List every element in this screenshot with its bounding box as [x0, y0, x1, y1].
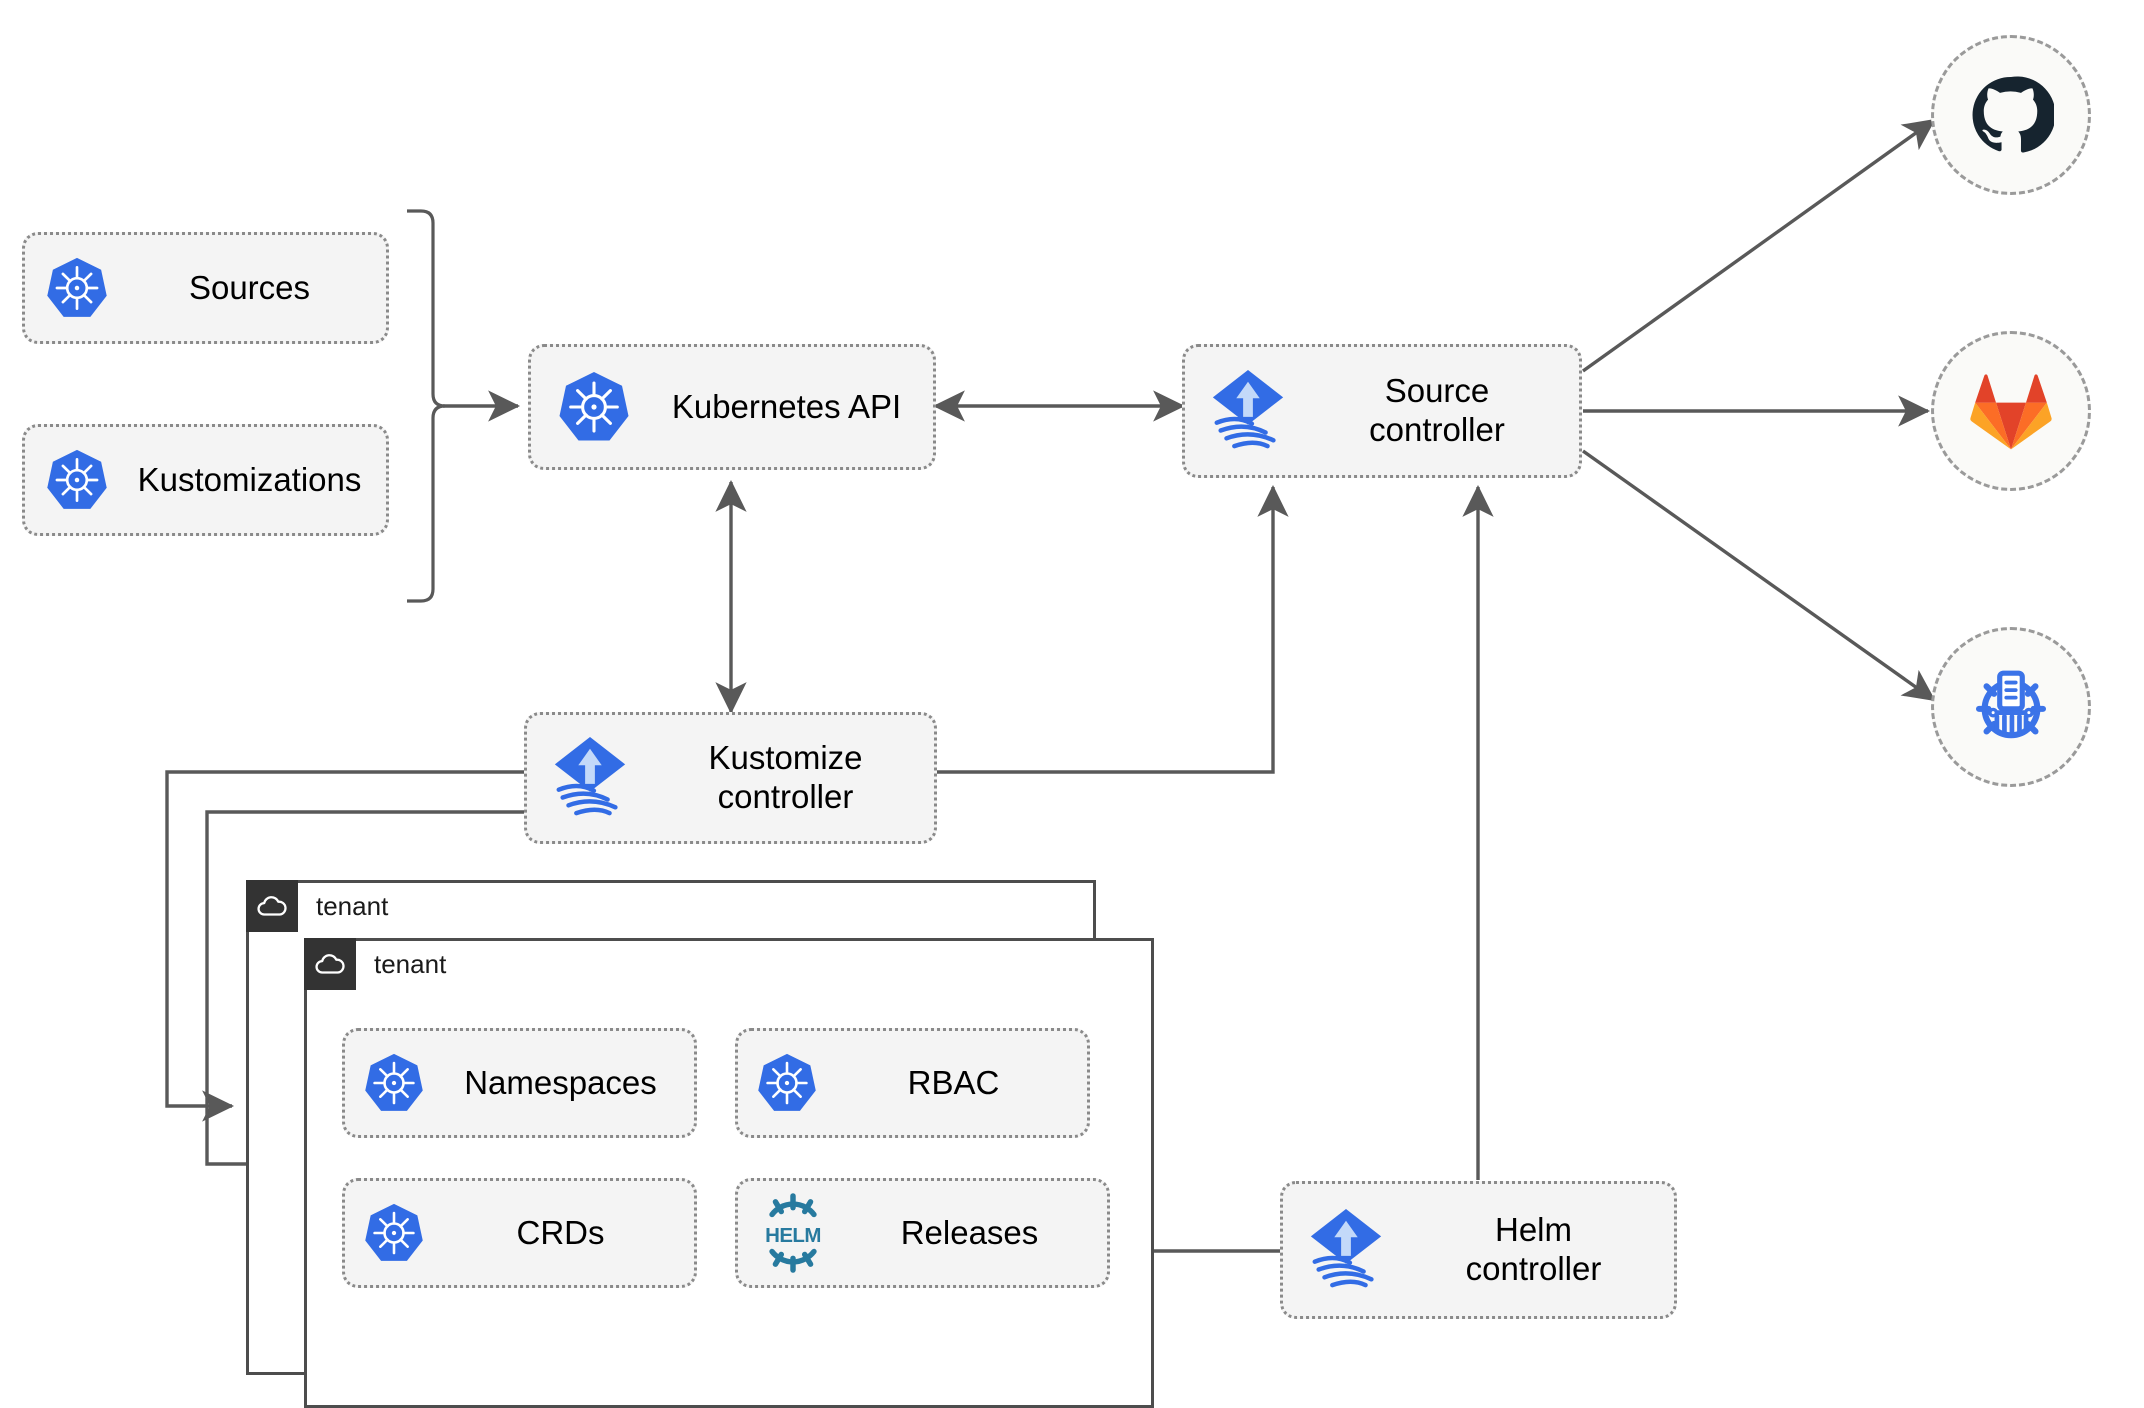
kubernetes-icon [345, 1051, 443, 1115]
flux-icon [1283, 1207, 1409, 1293]
node-rbac[interactable]: RBAC [735, 1028, 1090, 1138]
node-source-controller[interactable]: Source controller [1182, 344, 1582, 478]
provider-github[interactable] [1931, 35, 2091, 195]
svg-text:HELM: HELM [765, 1224, 821, 1247]
node-namespaces[interactable]: Namespaces [342, 1028, 697, 1138]
cloud-icon [246, 880, 298, 932]
node-kubernetes-api[interactable]: Kubernetes API [528, 344, 936, 470]
node-releases[interactable]: HELM Releases [735, 1178, 1110, 1288]
node-label-helm-controller: Helm controller [1465, 1211, 1602, 1287]
node-label-namespaces: Namespaces [464, 1063, 657, 1101]
edge-source-to-github [1582, 118, 1936, 373]
edge-bracket-group [407, 209, 446, 603]
tenant-container-front[interactable]: tenant [304, 938, 1154, 1408]
kubernetes-icon [25, 255, 129, 321]
tenant-label-front: tenant [374, 948, 447, 979]
edge-source-to-chart-registry [1582, 449, 1936, 702]
provider-chart-registry[interactable] [1931, 627, 2091, 787]
cloud-icon [304, 938, 356, 990]
node-label-sources: Sources [188, 268, 311, 306]
node-label-kustomize-controller: Kustomize controller [708, 739, 863, 815]
gitlab-icon [1970, 374, 2052, 450]
tenant-header-front: tenant [304, 938, 446, 990]
tenant-header-back: tenant [246, 880, 388, 932]
node-label-releases: Releases [900, 1213, 1039, 1251]
node-kustomize-controller[interactable]: Kustomize controller [524, 712, 937, 844]
helm-icon: HELM [738, 1193, 848, 1273]
flux-icon [1185, 368, 1311, 454]
node-label-source-controller: Source controller [1369, 372, 1505, 448]
helm-registry-icon [1975, 670, 2047, 739]
flux-icon [527, 735, 653, 821]
node-sources[interactable]: Sources [22, 232, 389, 344]
kubernetes-icon [345, 1201, 443, 1265]
node-helm-controller[interactable]: Helm controller [1280, 1181, 1677, 1319]
node-label-kustomizations: Kustomizations [137, 460, 362, 498]
edge-kustomize-to-source [937, 484, 1289, 774]
tenant-label-back: tenant [316, 890, 389, 921]
github-icon [1972, 76, 2054, 153]
provider-gitlab[interactable] [1931, 331, 2091, 491]
node-label-rbac: RBAC [907, 1063, 1000, 1101]
node-kustomizations[interactable]: Kustomizations [22, 424, 389, 536]
kubernetes-icon [738, 1051, 836, 1115]
node-label-kubernetes-api: Kubernetes API [671, 387, 902, 425]
kubernetes-icon [531, 369, 656, 445]
node-label-crds: CRDs [516, 1213, 605, 1251]
kubernetes-icon [25, 447, 129, 513]
node-crds[interactable]: CRDs [342, 1178, 697, 1288]
